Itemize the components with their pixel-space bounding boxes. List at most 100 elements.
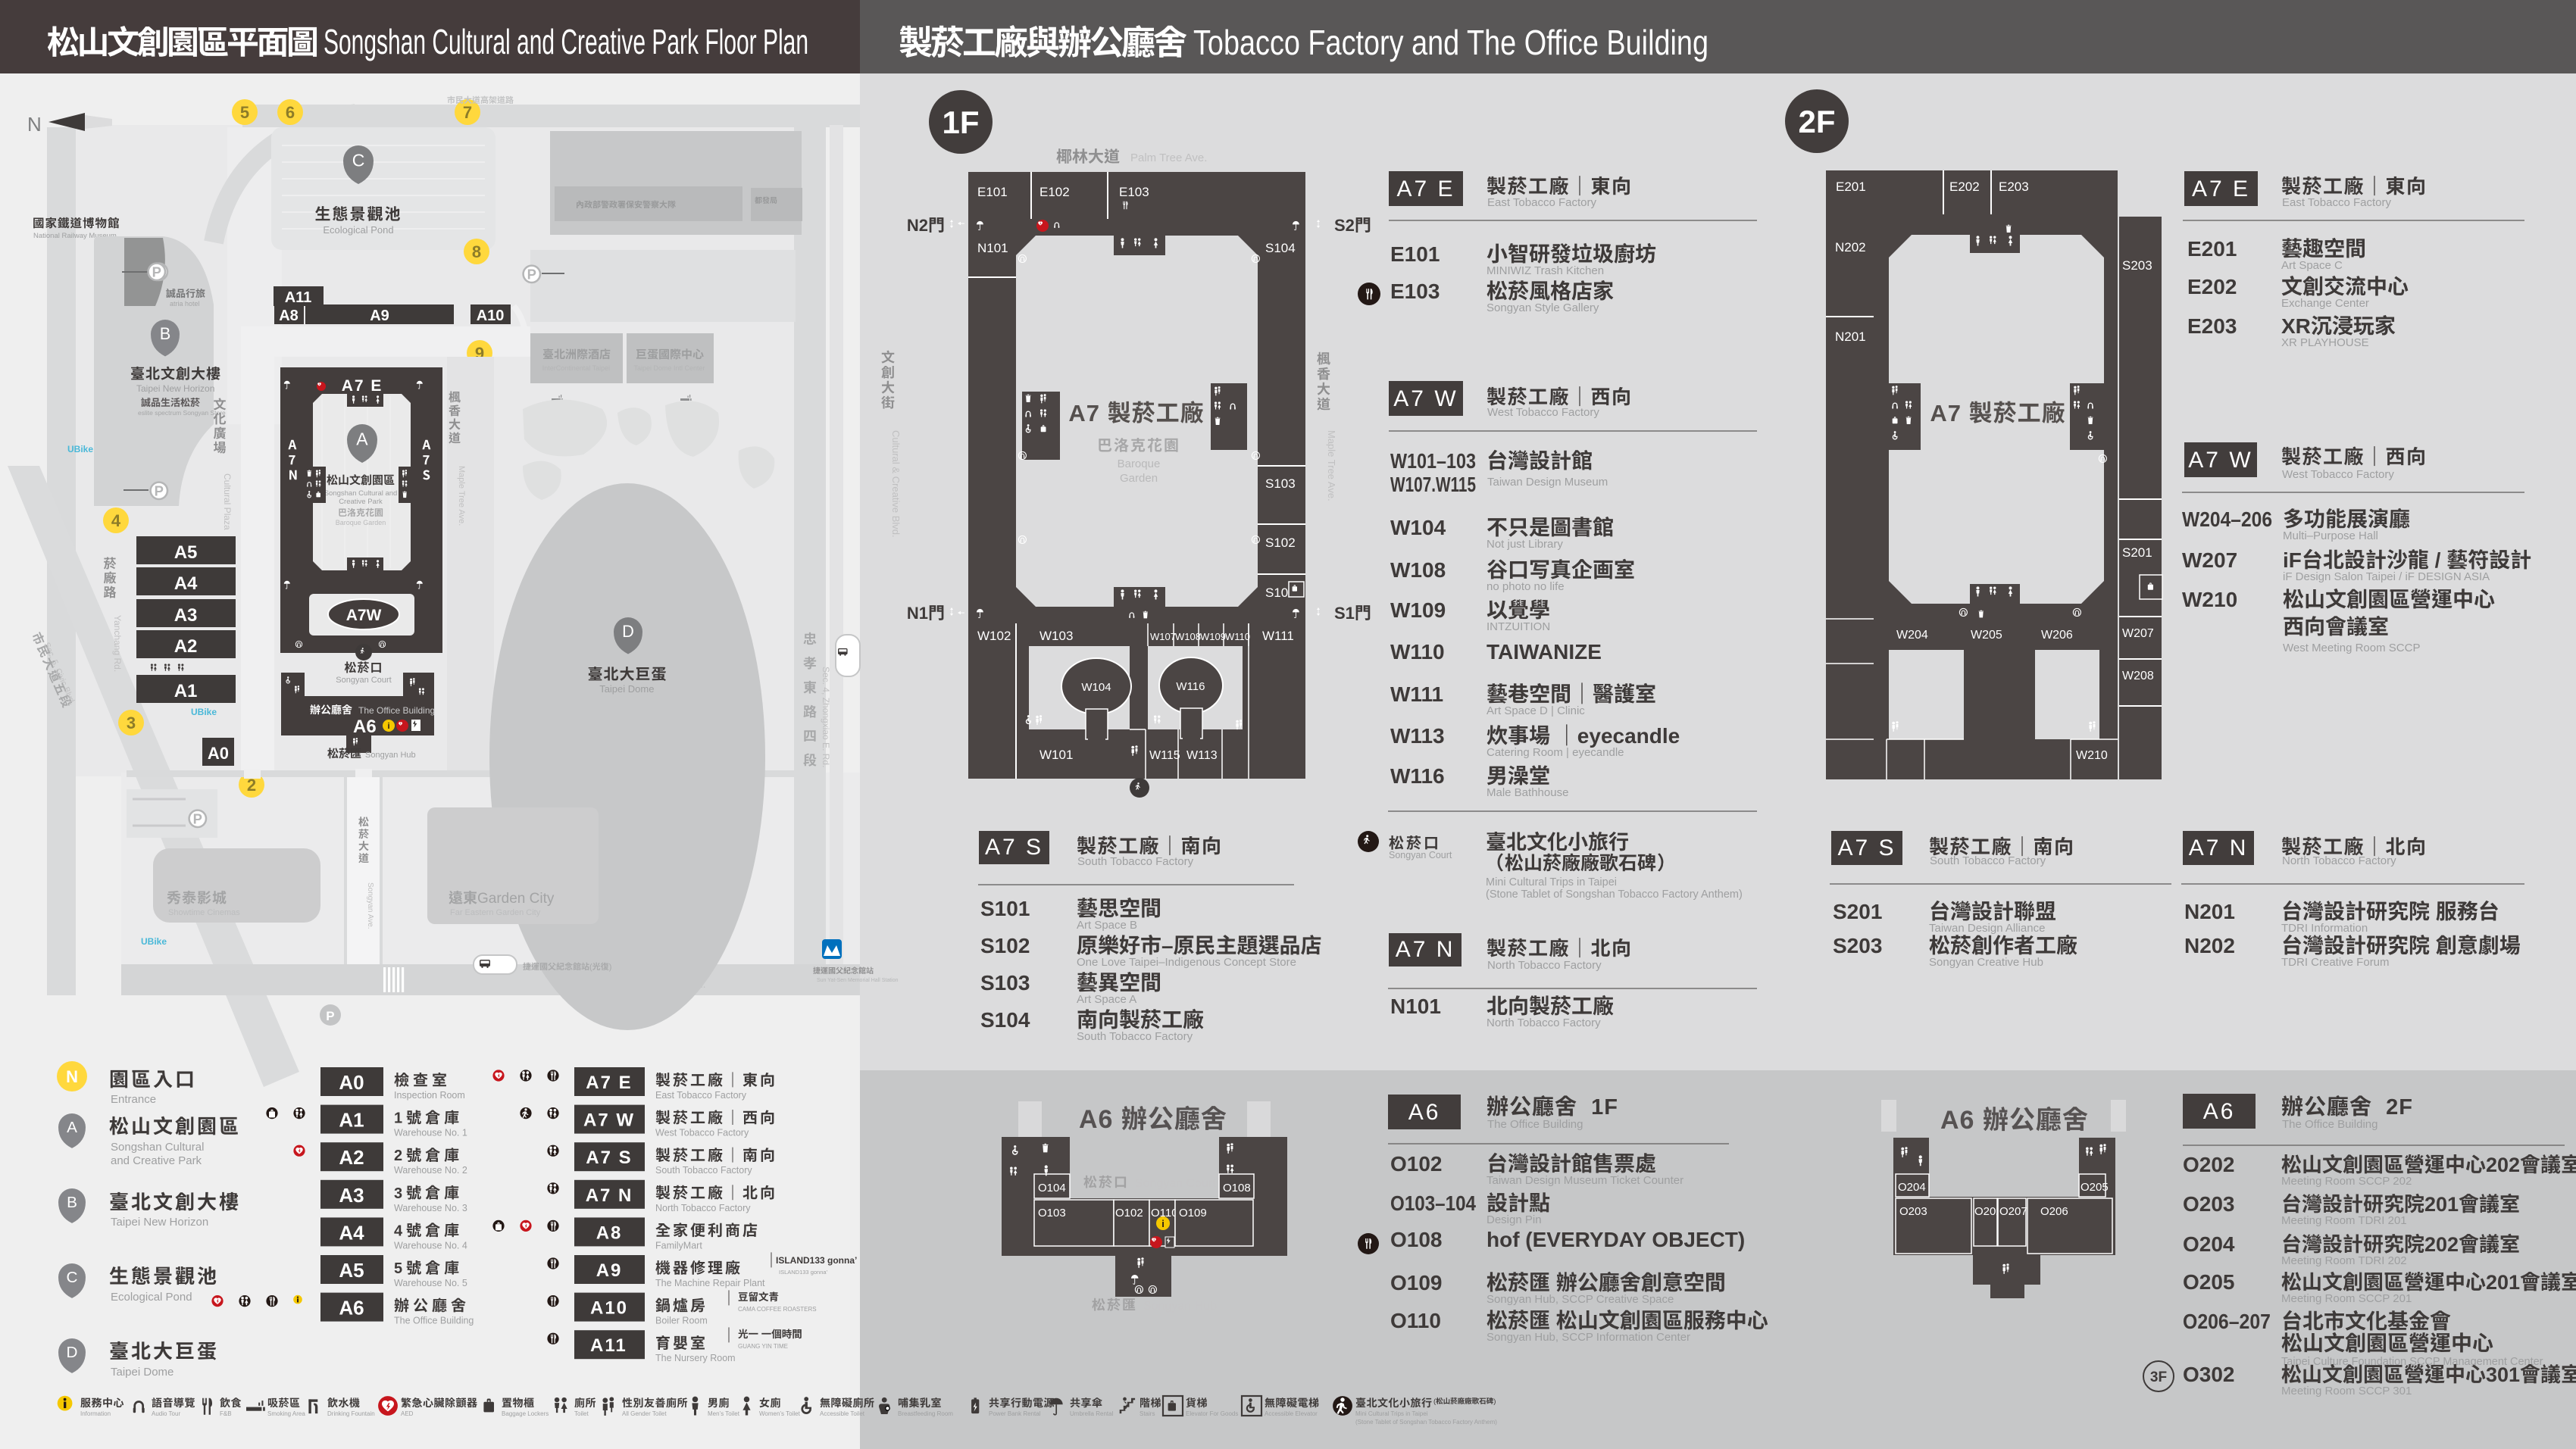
svg-text:S201: S201 <box>2122 545 2152 560</box>
svg-text:W111: W111 <box>1390 682 1443 706</box>
svg-text:O205: O205 <box>2183 1270 2235 1294</box>
svg-text:E103: E103 <box>1390 279 1440 303</box>
svg-text:Mini Cultural Trips in Taipei: Mini Cultural Trips in Taipei <box>1355 1410 1428 1417</box>
svg-text:Taipei Dome: Taipei Dome <box>599 683 654 695</box>
svg-text:Baggage Lockers: Baggage Lockers <box>502 1410 549 1417</box>
svg-text:O103–104: O103–104 <box>1390 1191 1476 1215</box>
svg-text:Maple Tree Ave.: Maple Tree Ave. <box>1326 430 1337 501</box>
svg-text:N1: N1 <box>907 604 928 623</box>
svg-text:UBike: UBike <box>191 707 217 717</box>
svg-text:E101: E101 <box>1390 242 1440 266</box>
svg-text:MINIWIZ Trash Kitchen: MINIWIZ Trash Kitchen <box>1487 264 1604 277</box>
svg-text:A4: A4 <box>174 573 198 594</box>
svg-text:O104: O104 <box>1038 1182 1066 1194</box>
svg-text:O109: O109 <box>1179 1207 1207 1219</box>
svg-text:S201: S201 <box>1833 900 1882 923</box>
svg-text:Songyan Hub, SCCP Information: Songyan Hub, SCCP Information Center <box>1487 1331 1690 1344</box>
svg-text:National Railway Museum: National Railway Museum <box>33 232 117 240</box>
svg-text:A: A <box>67 1119 77 1136</box>
svg-text:Taipei Dome: Taipei Dome <box>111 1366 174 1379</box>
svg-text:W110: W110 <box>1390 640 1445 664</box>
svg-text:AED: AED <box>401 1410 414 1417</box>
svg-text:InterContinental Taipei: InterContinental Taipei <box>542 364 610 372</box>
svg-text:XR: XR <box>2281 314 2311 338</box>
svg-text:Accessible Elevator: Accessible Elevator <box>1265 1410 1318 1417</box>
svg-text:202: 202 <box>2424 1233 2459 1256</box>
svg-text:A: A <box>356 429 368 449</box>
svg-text:The Office Building: The Office Building <box>2282 1118 2377 1131</box>
svg-text:S103: S103 <box>1265 476 1296 491</box>
svg-text:A6: A6 <box>2203 1099 2236 1124</box>
svg-text:W111: W111 <box>1262 629 1294 643</box>
svg-text:F&B: F&B <box>220 1410 232 1417</box>
svg-text:Audio Tour: Audio Tour <box>152 1410 180 1417</box>
svg-text:A2: A2 <box>174 636 198 657</box>
svg-text:A7 N: A7 N <box>2189 835 2249 860</box>
svg-text:): ) <box>609 963 612 972</box>
svg-text:S203: S203 <box>2122 258 2152 273</box>
svg-text:S102: S102 <box>980 934 1030 957</box>
svg-text:i: i <box>388 722 390 731</box>
svg-text:CAMA COFFEE ROASTERS: CAMA COFFEE ROASTERS <box>738 1306 817 1313</box>
svg-text:A5: A5 <box>174 542 198 563</box>
svg-text:O202: O202 <box>2183 1153 2235 1176</box>
svg-text:S101: S101 <box>1265 586 1296 600</box>
svg-text:P: P <box>326 1009 334 1023</box>
svg-text:4: 4 <box>394 1223 406 1239</box>
svg-text:Warehouse No. 1: Warehouse No. 1 <box>394 1128 467 1138</box>
svg-text:Songyan Hub: Songyan Hub <box>1143 1300 1217 1313</box>
svg-text:Taiwan Design Museum: Taiwan Design Museum <box>1487 476 1608 489</box>
svg-text:301: 301 <box>2486 1363 2520 1386</box>
svg-text:5: 5 <box>240 103 249 122</box>
svg-text:Showtime Cinemas: Showtime Cinemas <box>168 908 240 917</box>
svg-text:(Stone Tablet of Songshan Toba: (Stone Tablet of Songshan Tobacco Factor… <box>1355 1419 1497 1426</box>
svg-text:A1: A1 <box>174 681 198 701</box>
svg-text:A7 S: A7 S <box>1838 835 1896 860</box>
svg-text:S1: S1 <box>1334 604 1355 623</box>
svg-text:South Tobacco Factory: South Tobacco Factory <box>655 1165 752 1176</box>
svg-text:A4: A4 <box>339 1221 364 1244</box>
svg-text:S103: S103 <box>980 971 1030 995</box>
svg-text:S104: S104 <box>980 1008 1030 1032</box>
svg-text:A7 S: A7 S <box>586 1148 632 1168</box>
svg-text:Songyan Court: Songyan Court <box>1389 850 1452 860</box>
svg-text:W104: W104 <box>1390 516 1446 539</box>
svg-text:W109: W109 <box>1200 631 1226 642</box>
svg-text:A2: A2 <box>339 1146 364 1169</box>
svg-text:O206–207: O206–207 <box>2183 1310 2271 1333</box>
svg-text:W205: W205 <box>1971 629 2002 642</box>
svg-text:W102: W102 <box>977 629 1011 643</box>
svg-text:D: D <box>67 1344 78 1361</box>
svg-text:South Tobacco Factory: South Tobacco Factory <box>1077 1030 1193 1043</box>
svg-text:W204: W204 <box>1896 629 1928 642</box>
svg-text:W108: W108 <box>1175 631 1201 642</box>
svg-text:N2: N2 <box>907 216 928 235</box>
svg-text:A7 S: A7 S <box>985 835 1043 860</box>
svg-text:i: i <box>1161 1218 1165 1229</box>
svg-text:W206: W206 <box>2041 629 2073 642</box>
svg-text:Far Eastern Garden City: Far Eastern Garden City <box>450 908 541 917</box>
svg-text:E101: E101 <box>977 185 1008 199</box>
svg-text:INTZUITION: INTZUITION <box>1487 620 1550 633</box>
svg-text:B: B <box>160 324 171 343</box>
svg-text:Meeting Room SCCP 301: Meeting Room SCCP 301 <box>2281 1385 2412 1397</box>
svg-text:Taiwan Design Alliance: Taiwan Design Alliance <box>1929 922 2045 935</box>
svg-text:TAIWANIZE: TAIWANIZE <box>1487 640 1602 664</box>
svg-text:C: C <box>67 1269 78 1286</box>
svg-text:TDRI Creative Forum: TDRI Creative Forum <box>2281 956 2390 969</box>
svg-text:Design Pin: Design Pin <box>1487 1213 1542 1226</box>
svg-text:ISLAND133 gonna’: ISLAND133 gonna’ <box>776 1255 857 1266</box>
svg-text:7: 7 <box>463 103 472 122</box>
svg-text:Taipei Dome Intl Center: Taipei Dome Intl Center <box>634 364 705 372</box>
svg-text:O302: O302 <box>2183 1363 2235 1386</box>
svg-text:iF Design Salon Taipei / iF DE: iF Design Salon Taipei / iF DESIGN ASIA <box>2283 570 2490 583</box>
svg-text:Songyan Hub: Songyan Hub <box>365 751 416 760</box>
svg-text:Elevator For Goods: Elevator For Goods <box>1186 1410 1238 1417</box>
svg-text:One Love Taipei–Indigenous Con: One Love Taipei–Indigenous Concept Store <box>1077 956 1296 969</box>
svg-text:W115: W115 <box>1149 749 1180 762</box>
svg-text:West Meeting Room SCCP: West Meeting Room SCCP <box>2283 642 2420 654</box>
svg-text:W207: W207 <box>2182 548 2237 572</box>
svg-text:A7 E: A7 E <box>586 1073 632 1093</box>
svg-text:S101: S101 <box>980 897 1030 920</box>
svg-text:A10: A10 <box>590 1298 628 1319</box>
